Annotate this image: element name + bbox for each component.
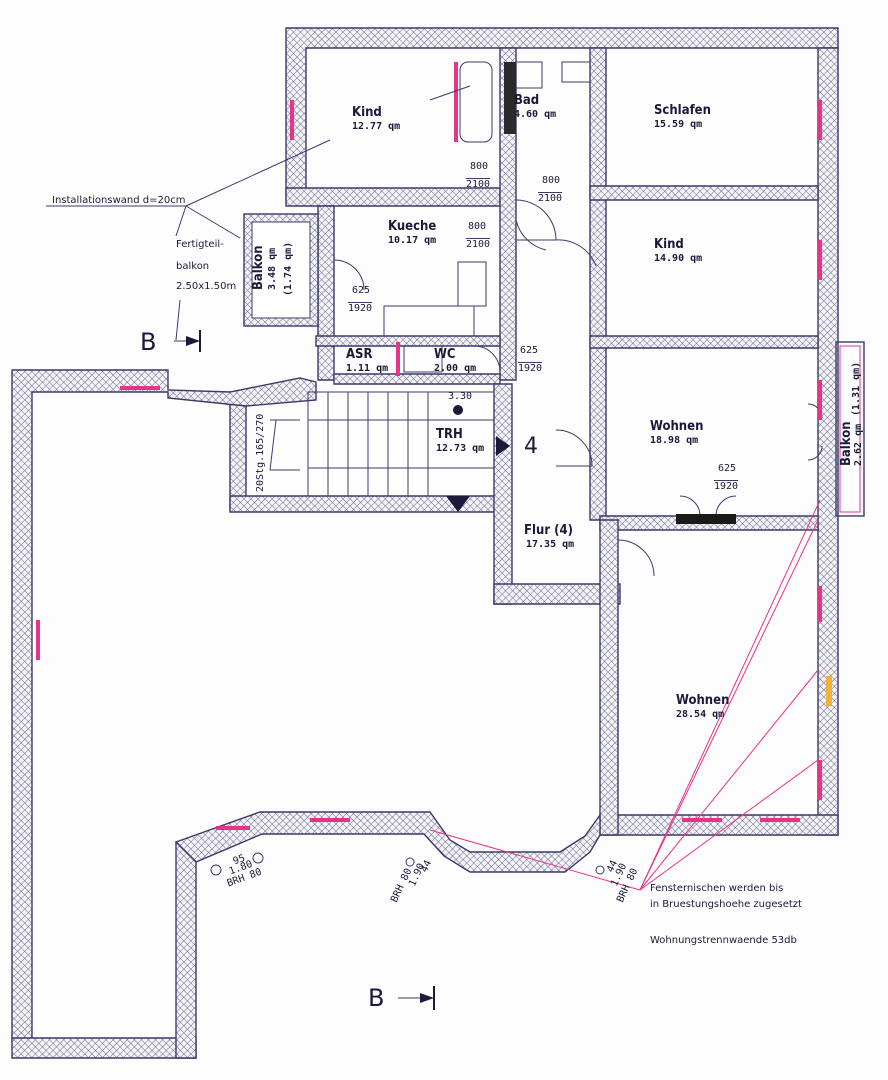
bay-window-symbols xyxy=(210,405,605,876)
door-dim-a-height: 2100 xyxy=(466,178,491,190)
room-kind-1-name: Kind xyxy=(352,105,382,120)
room-wohnen-1-name: Wohnen xyxy=(650,419,704,434)
balkon-left-name: Balkon xyxy=(251,245,266,290)
note-fensternischen-1: Fensternischen werden bis xyxy=(650,883,784,894)
room-trh-area: 12.73 qm xyxy=(436,443,485,454)
balkon-left-floor xyxy=(251,221,311,319)
section-marker-bottom-letter: B xyxy=(368,984,385,1012)
section-markers xyxy=(174,330,435,1010)
schlafen-south-wall xyxy=(589,185,819,201)
stove-icon xyxy=(457,261,487,307)
note-leaders xyxy=(429,499,821,891)
window-markings xyxy=(36,62,832,830)
door-dim-e-height: 1920 xyxy=(518,362,543,374)
installation-shaft xyxy=(504,62,516,134)
balkon-right-sub: (1.31 qm) xyxy=(851,361,862,416)
room-bad-area: 4.60 qm xyxy=(514,109,557,120)
room-kind-1-area: 12.77 qm xyxy=(352,121,401,132)
room-trh-name: TRH xyxy=(436,427,463,442)
stair-west-wall xyxy=(229,391,247,511)
door-dim-b-width: 800 xyxy=(542,175,561,186)
note-fensternischen-2: in Bruestungshoehe zugesetzt xyxy=(650,899,802,910)
note-trennwaende: Wohnungstrennwaende 53db xyxy=(650,935,797,946)
balkon-right-area: 2.62 qm xyxy=(853,423,864,466)
level-marker-icon xyxy=(453,405,463,415)
balkon-left-area: 3.48 qm xyxy=(267,247,278,290)
note-installationswand: Installationswand d=20cm xyxy=(52,195,186,206)
room-kind-2-area: 14.90 qm xyxy=(654,253,703,264)
section-marker-top-letter: B xyxy=(140,328,157,356)
trh-level: 3.30 xyxy=(448,391,473,402)
annotation-leaders xyxy=(46,85,471,341)
left-wing-south xyxy=(11,1037,197,1059)
door-dim-e-width: 625 xyxy=(520,345,539,356)
note-fertigteil-2: balkon xyxy=(176,261,210,272)
door-dim-f-height: 1920 xyxy=(714,480,739,492)
left-wing-east-lower xyxy=(175,841,197,1059)
balkon-left-sub: (1.74 qm) xyxy=(283,241,294,296)
sink-icon xyxy=(561,61,591,83)
note-fertigteil-1: Fertigteil- xyxy=(176,239,224,250)
room-kind-2-name: Kind xyxy=(654,237,684,252)
door-dim-c-height: 2100 xyxy=(466,238,491,250)
door-dim-b-height: 2100 xyxy=(538,192,563,204)
flur-south-wall xyxy=(493,583,621,605)
bathtub-icon xyxy=(459,61,493,143)
stair-arrow-icon xyxy=(446,496,470,512)
room-asr-name: ASR xyxy=(346,347,373,362)
kind2-south-wall xyxy=(589,335,819,349)
outer-walls xyxy=(229,27,839,836)
room-schlafen-area: 15.59 qm xyxy=(654,119,703,130)
note-fertigteil-3: 2.50x1.50m xyxy=(176,281,237,292)
kind-south-wall xyxy=(285,187,501,207)
room-bad-name: Bad xyxy=(514,93,540,108)
wc-north-wall xyxy=(333,373,501,385)
asr-wall xyxy=(315,335,501,347)
room-flur-name: Flur (4) xyxy=(524,523,573,538)
door-dim-d-height: 1920 xyxy=(348,302,373,314)
balcony-door-sill xyxy=(676,514,736,524)
kitchen-west-wall xyxy=(317,205,335,381)
door-dim-f-width: 625 xyxy=(718,463,737,474)
flur-west-wall xyxy=(493,383,513,605)
door-dim-c-width: 800 xyxy=(468,221,487,232)
room-kueche-name: Kueche xyxy=(388,219,437,234)
balkon-right xyxy=(835,341,865,517)
room-wohnen-2-area: 28.54 qm xyxy=(676,709,725,720)
door-swings xyxy=(333,199,823,577)
stairs-number: 4 xyxy=(524,434,538,459)
room-flur-area: 17.35 qm xyxy=(526,539,575,550)
bath-fixtures xyxy=(383,61,591,373)
balkon-right-edge xyxy=(839,345,861,513)
wc-toilet-icon xyxy=(403,345,443,373)
room-wc-name: WC xyxy=(434,347,456,362)
stair-treads xyxy=(269,391,510,512)
stairs-label: 20Stg.165/270 xyxy=(255,413,266,492)
room-wohnen-2-name: Wohnen xyxy=(676,693,730,708)
left-wing-north xyxy=(11,369,317,1041)
room-kueche-area: 10.17 qm xyxy=(388,235,437,246)
left-wing-walls xyxy=(11,369,601,1059)
room-asr-area: 1.11 qm xyxy=(346,363,389,374)
door-dim-a-width: 800 xyxy=(470,161,489,172)
east-wall-upper xyxy=(817,47,839,836)
room-schlafen-name: Schlafen xyxy=(654,103,711,118)
door-dim-d-width: 625 xyxy=(352,285,371,296)
kitchen-counter xyxy=(383,305,475,337)
room-wohnen-1-area: 18.98 qm xyxy=(650,435,699,446)
balkon-right-name: Balkon xyxy=(839,421,854,466)
bay-wall xyxy=(174,811,601,873)
room-wc-area: 2.00 qm xyxy=(434,363,477,374)
toilet-icon xyxy=(515,61,543,89)
wohnen2-west-wall xyxy=(599,519,619,836)
core-wall-1 xyxy=(589,47,607,521)
entrance-arrow-icon xyxy=(496,436,510,456)
